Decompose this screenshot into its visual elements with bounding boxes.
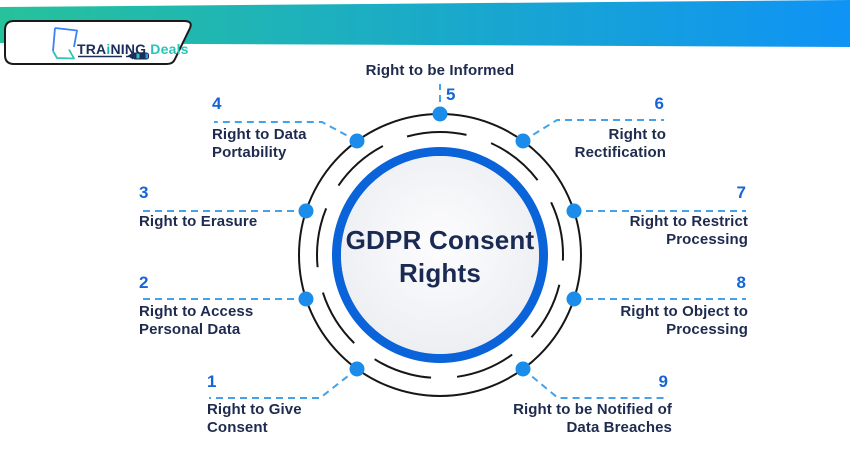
item-label-3: Right to Erasure: [139, 213, 257, 231]
item-label-2: Right to Access Personal Data: [139, 303, 253, 338]
connector-line-6: [522, 119, 664, 142]
item-label-5: Right to be Informed: [327, 62, 553, 80]
node-dot-2: [298, 291, 314, 307]
brand-part3: Deals: [150, 41, 189, 57]
connector-line-4: [214, 121, 358, 142]
connector-line-1: [209, 368, 358, 399]
node-dot-7: [566, 203, 582, 219]
item-label-7: Right to Restrict Processing: [630, 213, 748, 248]
node-dots: [298, 106, 582, 377]
label-line: Right to: [608, 126, 666, 143]
book-icon: [52, 27, 78, 60]
brand-part2: NING: [110, 41, 147, 57]
node-dot-8: [566, 291, 582, 307]
label-line: Rectification: [574, 143, 666, 161]
item-label-4: Right to Data Portability: [212, 126, 307, 161]
label-line: Right to Data: [212, 126, 307, 143]
item-number-6: 6: [654, 94, 664, 113]
label-line: Right to be Informed: [365, 62, 515, 79]
label-line: Data Breaches: [566, 418, 672, 436]
item-label-1: Right to Give Consent: [207, 401, 302, 436]
node-dot-6: [515, 133, 531, 149]
blue-ring: [332, 147, 548, 363]
item-number-8: 8: [736, 273, 746, 292]
item-number-4: 4: [212, 94, 222, 113]
label-line: Processing: [666, 320, 748, 338]
center-title: GDPR Consent Rights: [345, 225, 535, 288]
label-line: Consent: [207, 418, 268, 436]
connector-lines: [140, 84, 746, 399]
item-number-3: 3: [139, 183, 149, 202]
label-line: Personal Data: [139, 320, 241, 338]
label-line: Right to Object to: [620, 303, 748, 320]
item-number-1: 1: [207, 372, 217, 391]
label-line: Right to Give: [207, 401, 302, 418]
item-number-5: 5: [446, 85, 456, 104]
label-line: Right to be Notified of: [513, 401, 672, 418]
item-number-2: 2: [139, 273, 149, 292]
node-dot-1: [349, 361, 365, 377]
header-gradient-bar: [0, 0, 850, 47]
pencil-icon: [78, 52, 149, 60]
item-label-9: Right to be Notified of Data Breaches: [513, 401, 672, 436]
node-dot-3: [298, 203, 314, 219]
label-line: Right to Restrict: [629, 213, 748, 230]
item-number-9: 9: [658, 372, 668, 391]
node-dot-9: [515, 361, 531, 377]
item-label-6: Right to Rectification: [575, 126, 666, 161]
node-dot-4: [349, 133, 365, 149]
label-line: Right to Erasure: [139, 213, 258, 230]
label-line: Right to Access: [139, 303, 254, 320]
brand-part1: TRA: [77, 41, 107, 57]
label-line: Portability: [212, 143, 287, 161]
item-label-8: Right to Object to Processing: [620, 303, 748, 338]
label-line: Processing: [666, 230, 748, 248]
item-number-7: 7: [736, 183, 746, 202]
connector-line-9: [522, 368, 668, 399]
brand-accent-i: i: [106, 41, 111, 57]
inner-disc: [341, 156, 539, 354]
node-dot-5: [432, 106, 448, 122]
